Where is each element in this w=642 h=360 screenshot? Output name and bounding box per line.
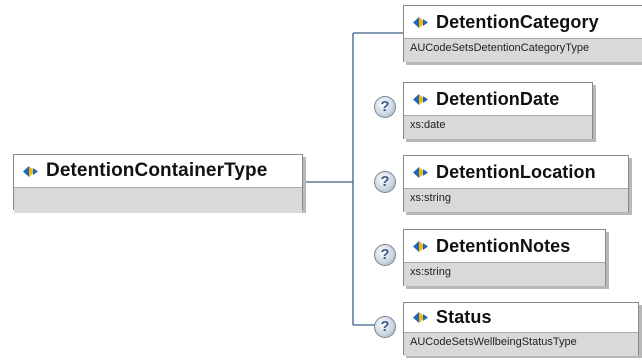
element-header: DetentionLocation xyxy=(404,156,628,188)
element-box-detention-notes[interactable]: DetentionNotes xs:string xyxy=(403,229,606,286)
root-element-header: DetentionContainerType xyxy=(14,155,302,187)
element-header: DetentionCategory xyxy=(404,6,642,38)
element-name: DetentionCategory xyxy=(436,11,599,32)
element-icon xyxy=(413,166,428,178)
root-element-type xyxy=(14,187,302,213)
element-box-detention-location[interactable]: DetentionLocation xs:string xyxy=(403,155,629,212)
element-icon xyxy=(413,16,428,28)
element-name: DetentionDate xyxy=(436,88,560,109)
element-box-detention-date[interactable]: DetentionDate xs:date xyxy=(403,82,593,139)
element-name: Status xyxy=(436,307,492,327)
element-box-detention-category[interactable]: DetentionCategory AUCodeSetsDetentionCat… xyxy=(403,5,642,62)
element-type: xs:date xyxy=(404,115,592,139)
root-element-box[interactable]: DetentionContainerType xyxy=(13,154,303,213)
element-icon xyxy=(413,240,428,252)
element-name: DetentionNotes xyxy=(436,235,571,256)
element-icon xyxy=(413,312,428,323)
element-type: xs:string xyxy=(404,188,628,212)
optional-icon: ? xyxy=(374,96,396,118)
element-header: DetentionNotes xyxy=(404,230,605,262)
root-element-name: DetentionContainerType xyxy=(46,160,268,181)
optional-icon: ? xyxy=(374,171,396,193)
element-box-status[interactable]: Status AUCodeSetsWellbeingStatusType xyxy=(403,302,639,356)
element-header: DetentionDate xyxy=(404,83,592,115)
element-name: DetentionLocation xyxy=(436,161,596,182)
element-icon xyxy=(23,165,38,177)
element-type: AUCodeSetsWellbeingStatusType xyxy=(404,332,638,356)
element-header: Status xyxy=(404,303,638,332)
optional-icon: ? xyxy=(374,316,396,338)
element-icon xyxy=(413,93,428,105)
optional-icon: ? xyxy=(374,244,396,266)
element-type: AUCodeSetsDetentionCategoryType xyxy=(404,38,642,62)
element-type: xs:string xyxy=(404,262,605,286)
